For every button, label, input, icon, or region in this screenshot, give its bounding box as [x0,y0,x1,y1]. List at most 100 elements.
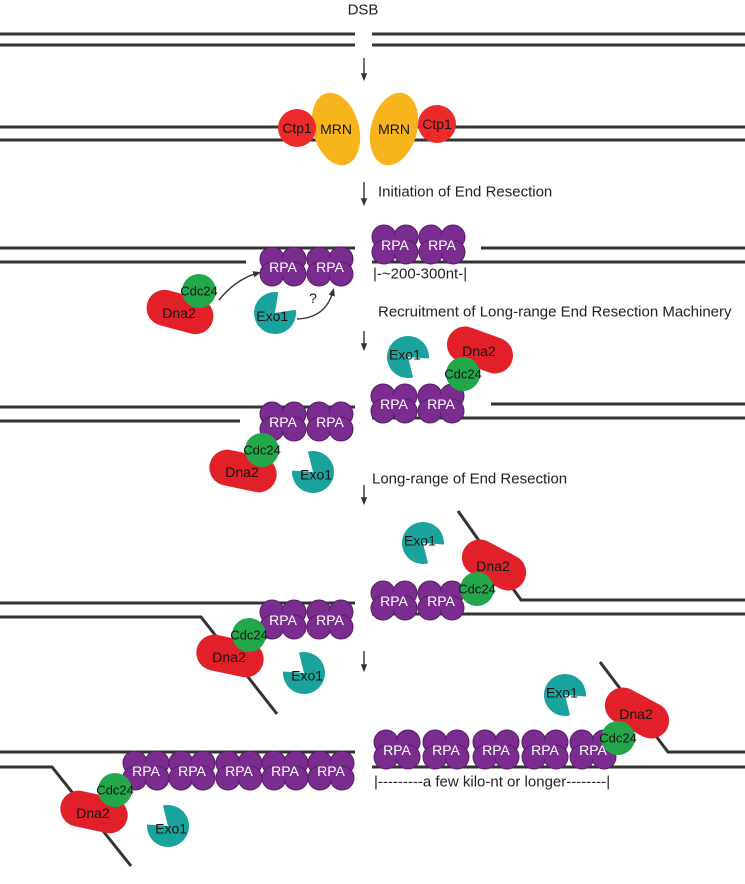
exo1-protein: Exo1 [291,450,334,493]
rpa-label: RPA [271,763,299,779]
step-label-long-range: Long-range of End Resection [372,471,567,488]
rpa-protein: RPA [259,401,307,442]
exo1-label: Exo1 [256,308,288,324]
cdc24-protein: Cdc24 [458,572,496,606]
rpa-protein: RPA [422,729,470,770]
rpa-protein: RPA [307,750,355,791]
cdc24-protein: Cdc24 [230,618,268,652]
cdc24-protein: Cdc24 [599,721,637,755]
cdc24-protein: Cdc24 [96,773,134,807]
question-mark: ? [309,290,317,306]
exo1-shape [253,292,296,335]
rpa-label: RPA [432,742,460,758]
cdc24-label: Cdc24 [243,443,281,458]
exo1-label: Exo1 [389,346,421,362]
dna2-label: Dna2 [212,649,246,665]
exo1-shape [402,522,445,565]
rpa-label: RPA [482,742,510,758]
rpa-core [533,740,557,759]
cdc24-shape [182,274,216,308]
rpa-label: RPA [269,612,297,628]
rpa-protein: RPA [168,750,216,791]
rpa-core [429,591,453,610]
exo1-protein: Exo1 [146,804,189,847]
dna2-label: Dna2 [225,464,259,480]
cdc24-label: Cdc24 [180,284,218,299]
rpa-core [385,740,409,759]
cdc24-label: Cdc24 [458,582,496,597]
exo1-protein: Exo1 [282,651,325,694]
mrn-complex: MRN [369,92,419,166]
mrn-complex: MRN [311,92,361,166]
dna2-shape [604,687,670,739]
cdc24-shape [232,618,266,652]
rpa-core [318,257,342,276]
rpa-protein: RPA [261,750,309,791]
rpa-protein: RPA [521,729,569,770]
rpa-protein: RPA [417,383,465,424]
rpa-label: RPA [317,763,345,779]
rpa-label: RPA [316,259,344,275]
exo1-shape [291,450,334,493]
cdc24-shape [460,572,494,606]
rpa-core [271,257,295,276]
rpa-core [581,740,605,759]
rpa-protein: RPA [472,729,520,770]
step-label-recruitment: Recruitment of Long-range End Resection … [378,304,732,321]
rpa-core [319,761,343,780]
exo1-label: Exo1 [546,684,578,700]
annotations: DSB Initiation of End Resection Recruitm… [309,2,732,791]
mrn-shape [369,92,419,166]
rpa-protein: RPA [259,599,307,640]
rpa-label: RPA [381,237,409,253]
rpa-core [271,412,295,431]
exo1-shape [146,804,189,847]
rpa-core [227,761,251,780]
cdc24-protein: Cdc24 [180,274,218,308]
rpa-core [383,235,407,254]
cdc24-label: Cdc24 [444,367,482,382]
rpa-label: RPA [269,259,297,275]
dna2-label: Dna2 [619,706,653,722]
rpa-core [318,610,342,629]
dna2-shape [461,539,527,591]
exo1-protein: Exo1 [253,292,296,335]
rpa-label: RPA [427,396,455,412]
rpa-label: RPA [428,237,456,253]
cdc24-label: Cdc24 [230,628,268,643]
rpa-label: RPA [531,742,559,758]
cdc24-shape [98,773,132,807]
ctp1-label: Ctp1 [422,116,452,132]
rpa-label: RPA [380,593,408,609]
mrn-label: MRN [320,121,352,137]
rpa-protein: RPA [259,246,307,287]
ctp1-protein: Ctp1 [278,109,316,147]
rpa-label: RPA [269,414,297,430]
rpa-protein: RPA [306,401,354,442]
exo1-shape [387,336,430,379]
mrn-shape [311,92,361,166]
ctp1-shape [278,109,316,147]
dna2-protein: Dna2 [604,687,670,739]
dsb-label: DSB [348,2,379,19]
rpa-label: RPA [380,396,408,412]
ctp1-shape [418,105,456,143]
step-label-initiation: Initiation of End Resection [378,184,552,201]
rpa-core [434,740,458,759]
rpa-core [484,740,508,759]
exo1-label: Exo1 [404,532,436,548]
cdc24-protein: Cdc24 [444,357,482,391]
rpa-protein: RPA [371,224,419,265]
long-resection-span-label: |---------a few kilo-nt or longer-------… [374,774,610,791]
cdc24-shape [245,433,279,467]
rpa-protein: RPA [373,729,421,770]
rpa-protein: RPA [370,383,418,424]
rpa-label: RPA [383,742,411,758]
cdc24-protein: Cdc24 [243,433,281,467]
rpa-label: RPA [316,612,344,628]
exo1-label: Exo1 [155,821,187,837]
rpa-protein: RPA [215,750,263,791]
recruitment-arrow-cdc24-to-rpa [218,271,262,301]
rpa-core [382,591,406,610]
